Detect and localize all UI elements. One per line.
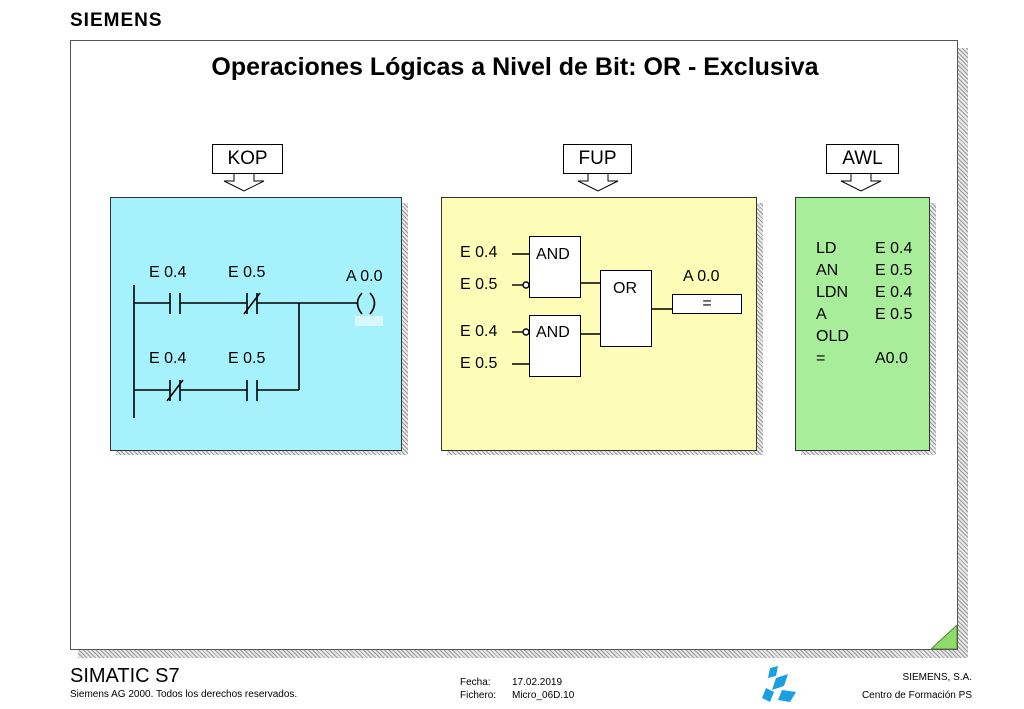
- fup-and1-in1-label: E 0.4: [460, 244, 498, 261]
- awl-op-4: A: [816, 306, 827, 323]
- kop-arrow-icon: [223, 171, 265, 192]
- fup-and-block-2: AND: [529, 315, 581, 377]
- tag-fup: FUP: [563, 144, 632, 174]
- tag-awl: AWL: [826, 144, 899, 174]
- awl-op-5: OLD: [816, 328, 849, 345]
- fup-assign-block: =: [672, 294, 742, 314]
- awl-arg-1: E 0.4: [875, 240, 913, 257]
- training-center-emblem-icon: [762, 666, 796, 702]
- footer-center: Centro de Formación PS: [861, 690, 972, 701]
- fup-or-label: OR: [613, 280, 637, 297]
- page-corner-icon: [931, 625, 957, 649]
- awl-op-3: LDN: [816, 284, 849, 301]
- footer-copyright: Siemens AG 2000. Todos los derechos rese…: [70, 689, 298, 700]
- awl-arg-4: E 0.5: [875, 306, 913, 323]
- footer-fecha-label: Fecha:: [460, 677, 491, 688]
- footer-fichero-label: Fichero:: [460, 690, 497, 701]
- kop-row1-contact1-label: E 0.4: [149, 264, 187, 281]
- slide: Operaciones Lógicas a Nivel de Bit: OR -…: [70, 40, 958, 650]
- awl-arg-6: A0.0: [875, 350, 908, 367]
- kop-panel: E 0.4 E 0.5 A 0.0 E 0.4 E 0.5: [110, 197, 402, 451]
- fup-and1-label: AND: [536, 246, 570, 263]
- fup-and2-in1-label: E 0.4: [460, 323, 498, 340]
- kop-row2-contact2-label: E 0.5: [228, 350, 266, 367]
- footer-fichero-value: Micro_06D.10: [512, 690, 575, 701]
- awl-op-6: =: [816, 350, 826, 367]
- footer-file-info: Fecha: 17.02.2019 Fichero: Micro_06D.10: [460, 676, 574, 702]
- fup-and-block-1: AND: [529, 236, 581, 298]
- tag-kop: KOP: [212, 144, 283, 174]
- kop-ladder-diagram: [133, 285, 383, 418]
- slide-title: Operaciones Lógicas a Nivel de Bit: OR -…: [211, 53, 819, 81]
- fup-output-label: A 0.0: [683, 268, 720, 285]
- kop-row2-contact1-label: E 0.4: [149, 350, 187, 367]
- awl-panel: LD AN LDN A OLD = E 0.4 E 0.5 E 0.4 E 0.…: [795, 197, 930, 451]
- fup-assign-op: =: [702, 295, 712, 312]
- fup-arrow-icon: [577, 171, 619, 192]
- awl-op-2: AN: [816, 262, 839, 279]
- footer-product: SIMATIC S7: [70, 665, 180, 687]
- fup-function-diagram: [512, 253, 672, 365]
- awl-arg-2: E 0.5: [875, 262, 913, 279]
- fup-or-block: OR: [600, 270, 652, 347]
- fup-and1-in2-label: E 0.5: [460, 276, 498, 293]
- siemens-logo: SIEMENS: [70, 10, 163, 31]
- awl-arg-5: [875, 326, 912, 348]
- fup-panel: AND AND OR = E 0.4 E 0.5 E 0.4 E 0.5 A 0…: [441, 197, 757, 451]
- kop-coil-label: A 0.0: [346, 268, 383, 285]
- awl-ops-column: LD AN LDN A OLD =: [816, 238, 849, 370]
- fup-and2-in2-label: E 0.5: [460, 355, 498, 372]
- kop-row1-contact2-label: E 0.5: [228, 264, 266, 281]
- fup-and2-label: AND: [536, 324, 570, 341]
- awl-args-column: E 0.4 E 0.5 E 0.4 E 0.5 A0.0: [875, 238, 912, 370]
- awl-arrow-icon: [840, 171, 882, 192]
- awl-op-1: LD: [816, 240, 837, 257]
- footer-fecha-value: 17.02.2019: [512, 677, 563, 688]
- footer-company: SIEMENS, S.A.: [902, 672, 972, 683]
- awl-arg-3: E 0.4: [875, 284, 913, 301]
